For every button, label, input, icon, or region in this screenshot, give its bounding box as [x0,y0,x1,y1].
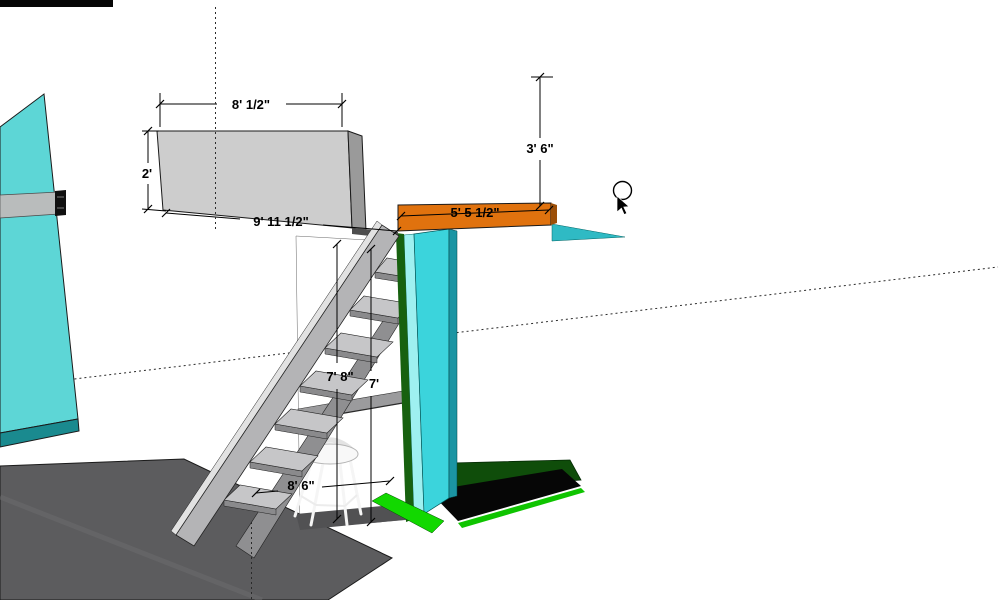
near-stringer[interactable] [170,220,400,547]
arrow-cursor-icon [616,195,630,216]
stair-treads[interactable] [223,257,432,516]
stair-tread[interactable] [249,446,319,472]
axis-line-horizontal [0,266,999,389]
dimension-label: 2' [142,166,152,181]
cyan-wall-side [448,228,458,499]
stair-tread[interactable] [274,408,344,434]
dimension-right-height[interactable]: 3' 6" [526,72,554,211]
cyan-wall-top-edge [551,223,626,242]
dimension-label: 8' 6" [287,478,314,493]
dimension-label: 8' 1/2" [232,97,270,112]
dimension-wall-height[interactable]: 7' 8" [326,239,354,524]
dimension-lines [396,205,554,221]
dimension-lines [366,244,376,527]
dimension-lines [332,239,342,524]
left-panel-face[interactable] [0,93,79,434]
dimension-label: 7' [369,376,379,391]
orange-beam-end [551,203,557,225]
wall-beam-band[interactable] [0,190,66,219]
cursor-ring [612,180,633,201]
dimension-label: 9' 11 1/2" [253,214,309,229]
loft-platform[interactable] [156,130,398,239]
dimension-opening-height[interactable]: 7' [366,244,379,527]
dimension-label: 7' 8" [326,369,353,384]
dimension-label: 5' 5 1/2" [450,205,499,220]
orange-beam[interactable] [397,202,557,232]
stair-tread[interactable] [223,484,293,510]
green-edge-sliver [458,488,585,528]
dimension-lines [161,208,402,236]
top-edge-bar [0,0,113,7]
green-floor-bright[interactable] [371,488,585,534]
beam-end-cap [55,190,66,216]
cyan-wall[interactable] [403,223,626,519]
dimension-left-height[interactable]: 2' [141,126,167,214]
orbit-cursor [612,180,633,216]
staircase[interactable] [223,257,432,559]
stringer-side-face[interactable] [175,224,400,547]
dimension-lines [155,93,347,127]
chair-stretchers [300,494,358,507]
stair-tread[interactable] [324,332,394,358]
dimension-label: 3' 6" [526,141,553,156]
green-floor-trim [396,233,414,522]
black-floor-opening[interactable] [429,469,581,521]
dimension-stair-run[interactable]: 9' 11 1/2" [161,208,402,236]
left-panel-bottom-edge [0,418,80,448]
dimension-lines [141,126,167,214]
dimension-top-width[interactable]: 8' 1/2" [155,93,347,127]
alcove-floor [296,504,414,530]
dimension-lines [531,72,553,211]
stair-tread[interactable] [299,370,369,396]
dimension-floor-width[interactable]: 8' 6" [251,476,395,498]
floor-streak [0,494,263,600]
dimension-lines [251,476,395,498]
left-wall-panel[interactable] [0,93,80,448]
dimension-beam-length[interactable]: 5' 5 1/2" [396,205,554,221]
